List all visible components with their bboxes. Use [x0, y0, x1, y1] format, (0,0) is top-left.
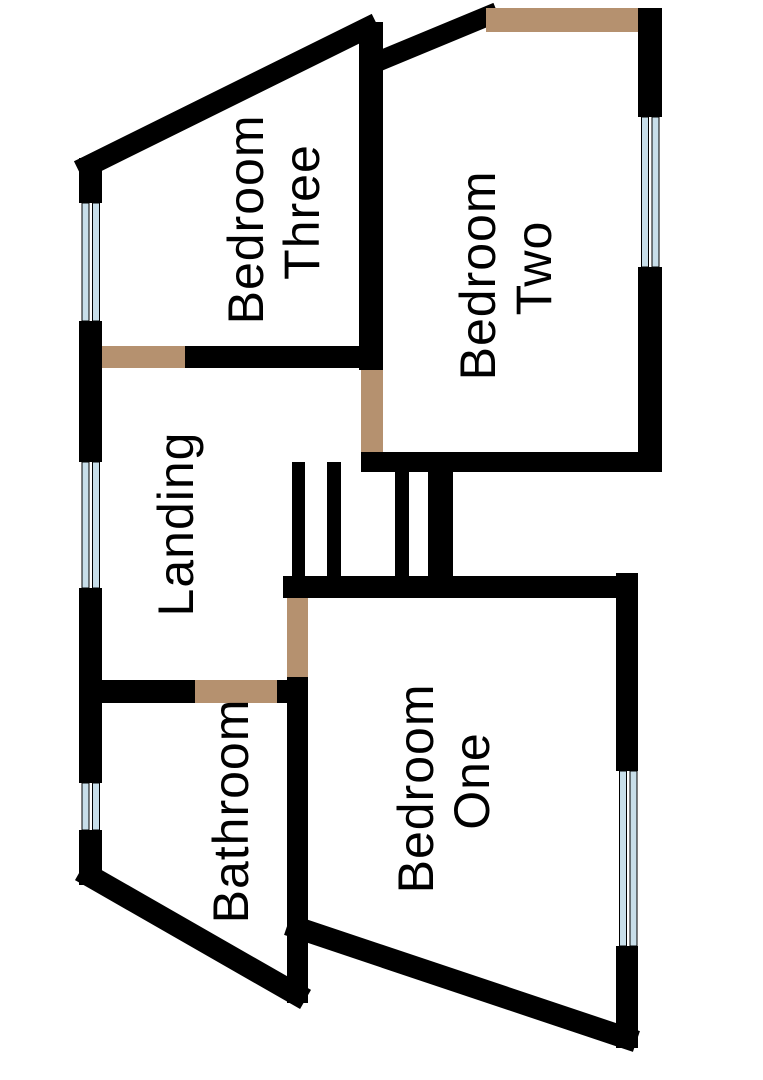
- room-labels: Bedroom Three Bedroom Two Landing Bathro…: [148, 100, 562, 924]
- bedroom-two-top-diagonal-wall: [358, 2, 502, 78]
- room-label-bathroom: Bathroom: [203, 699, 259, 924]
- bathroom-window-pane: [81, 782, 90, 831]
- bathroom-bottom-diagonal-wall: [74, 860, 312, 1010]
- stair-tread: [327, 462, 341, 577]
- bedroom-one-top-wall: [283, 576, 638, 598]
- landing-window-pane: [92, 461, 100, 589]
- bedroom-one-window-pane: [619, 770, 627, 947]
- doors: [102, 8, 638, 703]
- bedroom-two-door: [361, 370, 383, 452]
- bedroom-one-bottom-diagonal-wall: [284, 914, 640, 1052]
- staircase: [292, 462, 453, 598]
- room-label-landing: Landing: [148, 432, 204, 617]
- landing-window-pane: [81, 461, 90, 589]
- diagonal-walls: [73, 2, 640, 1052]
- bedroom-three-door: [102, 346, 185, 368]
- bedroom-three-top-diagonal-wall: [73, 13, 382, 181]
- stair-divider-wall: [428, 472, 453, 598]
- room-label-bedroom-one: Bedroom One: [388, 669, 500, 894]
- bedroom-three-two-divider-wall: [359, 22, 383, 370]
- room-label-bedroom-three: Bedroom Three: [218, 100, 330, 325]
- bedroom-two-window-pane: [651, 116, 660, 268]
- stairwell-top-wall: [361, 452, 662, 472]
- stair-tread: [292, 462, 305, 577]
- bedroom-two-top-opening: [486, 8, 638, 32]
- bathroom-window-pane: [92, 782, 100, 831]
- bathroom-door: [195, 680, 277, 703]
- room-label-bedroom-two: Bedroom Two: [450, 156, 562, 381]
- bedroom-three-window-pane: [81, 202, 90, 322]
- bedroom-one-door: [287, 598, 308, 677]
- stair-tread: [395, 472, 409, 577]
- bedroom-one-left-wall: [287, 598, 308, 1003]
- bedroom-two-window-pane: [641, 116, 649, 268]
- bedroom-one-window-pane: [629, 770, 638, 947]
- bedroom-three-window-pane: [92, 202, 100, 322]
- windows: [81, 116, 660, 947]
